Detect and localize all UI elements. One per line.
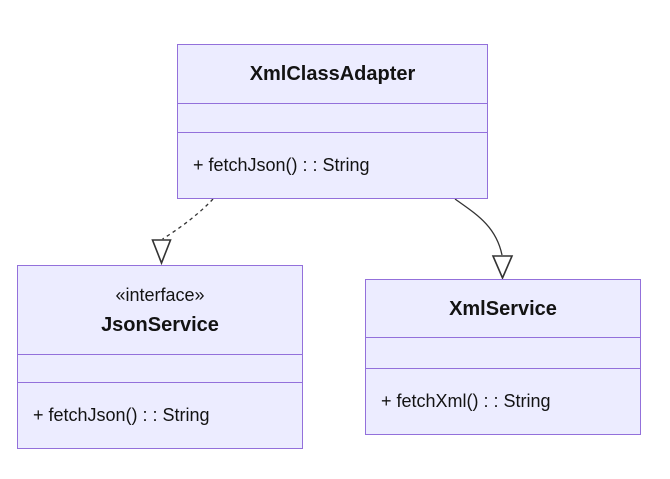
realization-edge-dashed: [162, 198, 214, 240]
class-header: XmlService: [366, 280, 640, 337]
method-label: + fetchXml() : : String: [381, 391, 551, 411]
method-label: + fetchJson() : : String: [193, 155, 370, 175]
class-header: XmlClassAdapter: [178, 45, 487, 103]
attributes-compartment: [178, 103, 487, 132]
method-label: + fetchJson() : : String: [33, 405, 210, 425]
hollow-triangle-arrowhead: [151, 239, 172, 266]
attributes-compartment: [366, 337, 640, 368]
stereotype-label: «interface»: [115, 285, 205, 305]
class-title: JsonService: [101, 314, 219, 336]
class-box-xmlservice: XmlService + fetchXml() : : String: [365, 279, 641, 435]
methods-compartment: + fetchXml() : : String: [366, 368, 640, 434]
class-title: XmlService: [449, 297, 557, 320]
attributes-compartment: [18, 354, 302, 382]
class-header: «interface» JsonService: [18, 266, 302, 354]
class-box-jsonservice: «interface» JsonService + fetchJson() : …: [17, 265, 303, 449]
methods-compartment: + fetchJson() : : String: [178, 132, 487, 198]
class-title: XmlClassAdapter: [249, 63, 416, 85]
methods-compartment: + fetchJson() : : String: [18, 382, 302, 448]
generalization-edge-solid: [454, 198, 503, 256]
class-box-xmlclassadapter: XmlClassAdapter + fetchJson() : : String: [177, 44, 488, 199]
hollow-triangle-arrowhead: [491, 255, 514, 281]
